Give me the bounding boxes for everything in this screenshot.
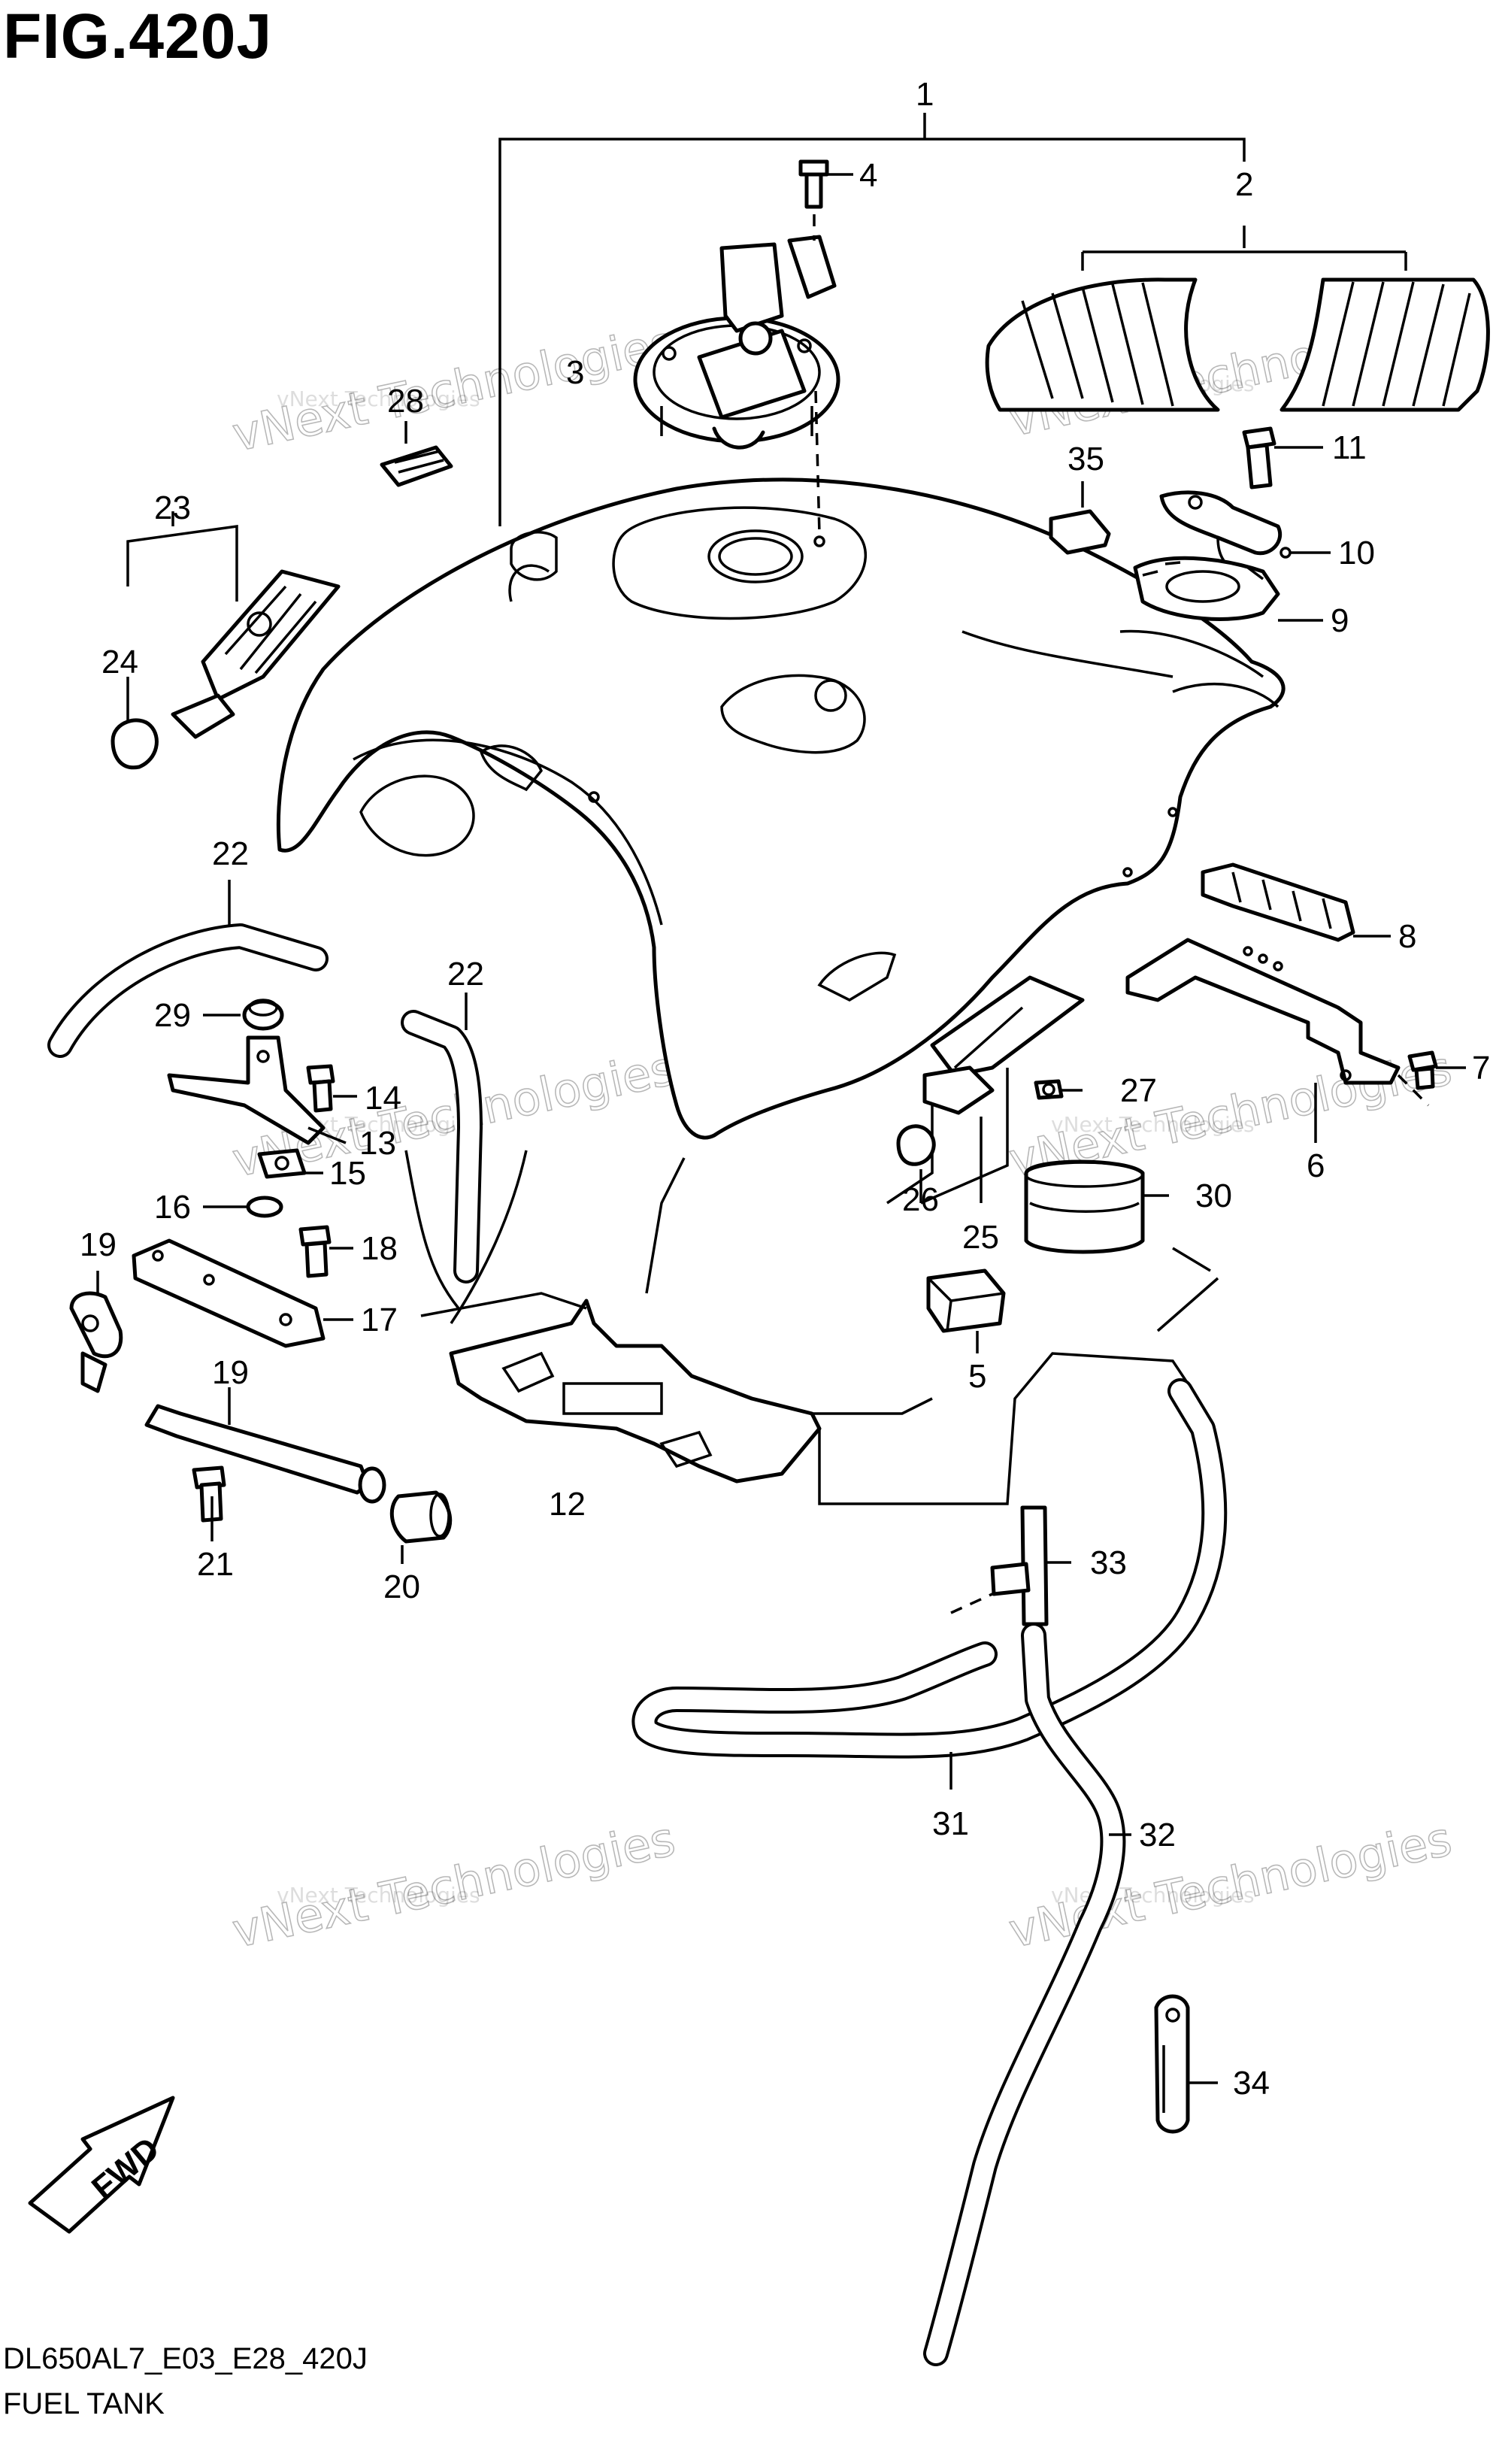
joint-33 [950, 1505, 1071, 1626]
callout-34: 34 [1233, 2065, 1270, 2102]
callout-17: 17 [361, 1302, 398, 1338]
callout-12: 12 [549, 1486, 586, 1523]
callout-26: 26 [902, 1181, 939, 1218]
callout-3: 3 [566, 354, 584, 391]
watermark-small: vNext Technologies [277, 386, 480, 411]
callout-11: 11 [1332, 429, 1367, 466]
callout-23: 23 [154, 489, 191, 526]
bolt-7 [1407, 1050, 1466, 1090]
hose-22-upper [47, 880, 329, 1058]
cushion-35 [1049, 481, 1111, 555]
callout-20: 20 [383, 1568, 420, 1605]
callout-2: 2 [1235, 166, 1253, 203]
nut-15 [257, 1148, 323, 1179]
callout-10: 10 [1338, 535, 1375, 571]
bolt-14 [306, 1064, 357, 1113]
callout-21: 21 [197, 1546, 234, 1583]
callout-33: 33 [1090, 1544, 1127, 1581]
washer-16 [203, 1196, 283, 1218]
bolt-18 [298, 1225, 353, 1278]
bolt-11 [1242, 426, 1323, 489]
clip-25 [920, 975, 1085, 1205]
pad-28 [380, 421, 453, 487]
callout-19-lower: 19 [212, 1354, 249, 1391]
callout-18: 18 [361, 1230, 398, 1267]
callout-35: 35 [1068, 441, 1104, 477]
callout-19-upper: 19 [80, 1226, 117, 1263]
clamp-34 [1154, 1994, 1218, 2134]
callout-9: 9 [1331, 602, 1349, 639]
callout-16: 16 [154, 1189, 191, 1226]
figure-code: DL650AL7_E03_E28_420J [3, 2342, 368, 2375]
band-30 [1024, 1159, 1169, 1254]
cap-26 [896, 1124, 936, 1203]
callout-14: 14 [365, 1080, 401, 1117]
callout-24: 24 [101, 644, 138, 680]
callout-6: 6 [1307, 1147, 1325, 1184]
callout-27: 27 [1120, 1072, 1157, 1109]
hose-31 [631, 1378, 1228, 1790]
watermark-small: vNext Technologies [1051, 1883, 1255, 1908]
watermark-small: vNext Technologies [277, 1883, 480, 1908]
cap-24 [111, 677, 159, 770]
callout-30: 30 [1195, 1177, 1232, 1214]
bracket-17 [132, 1238, 353, 1348]
hose-32 [923, 1623, 1131, 2366]
cap-dash-line [814, 390, 821, 535]
callout-4: 4 [859, 157, 877, 194]
cushion-5 [926, 1268, 1006, 1353]
watermark-small: vNext Technologies [1051, 1112, 1255, 1137]
damper-8 [1201, 862, 1391, 942]
callout-numbers: 1 2 3 4 5 6 7 8 9 10 11 12 13 14 15 16 1… [80, 76, 1490, 2102]
bolt-21 [192, 1465, 226, 1541]
callout-22-upper: 22 [212, 835, 249, 872]
figure-title: FIG.420J [3, 1, 273, 71]
fuel-tank [276, 477, 1286, 1140]
fuel-cap-3 [633, 235, 840, 450]
collar-20 [389, 1490, 453, 1564]
hose-22-center [401, 993, 483, 1284]
damper-9 [1133, 556, 1323, 622]
knee-pads-2 [985, 277, 1490, 412]
figure-name: FUEL TANK [3, 2387, 165, 2420]
callout-5: 5 [968, 1358, 986, 1395]
callout-13: 13 [359, 1125, 396, 1162]
fwd-arrow: FWD [28, 2096, 175, 2234]
hook-19-upper [69, 1271, 123, 1393]
callout-8: 8 [1398, 918, 1416, 955]
grommet-29 [203, 999, 284, 1031]
callout-7: 7 [1472, 1050, 1490, 1087]
callout-22-center: 22 [447, 956, 484, 993]
callout-29: 29 [154, 997, 191, 1034]
callout-31: 31 [932, 1805, 969, 1842]
bracket-13 [167, 1035, 347, 1145]
callout-28: 28 [387, 383, 424, 420]
bolt-27 [1034, 1079, 1083, 1100]
heat-shield-12 [404, 1090, 1219, 1505]
callout-1: 1 [916, 76, 934, 113]
callout-15: 15 [329, 1155, 366, 1192]
callout-25: 25 [962, 1219, 999, 1256]
bracket-6 [1125, 938, 1430, 1143]
screw-4 [798, 159, 853, 241]
rod-19-lower [144, 1387, 386, 1504]
callout-32: 32 [1139, 1817, 1176, 1853]
clip-23 [126, 511, 341, 739]
assembly-bracket-1 [498, 113, 1407, 526]
